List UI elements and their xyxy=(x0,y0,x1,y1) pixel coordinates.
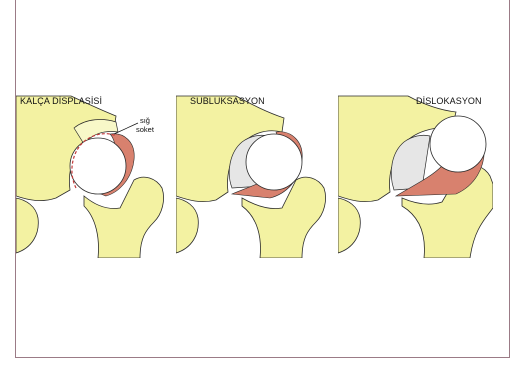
ischium-bone xyxy=(16,198,38,253)
figure-frame: KALÇA DİSPLASİSİ sığ soket SUBLUKSASYON xyxy=(15,0,510,358)
femoral-head xyxy=(70,138,126,194)
shallow-socket-label-line2: soket xyxy=(136,125,154,134)
panel-subluxation: SUBLUKSASYON xyxy=(176,88,331,258)
panel-hip-dysplasia: KALÇA DİSPLASİSİ sığ soket xyxy=(16,88,171,258)
panel-title: SUBLUKSASYON xyxy=(190,96,265,106)
dislocation-illustration xyxy=(338,88,493,258)
shallow-socket-label-line1: sığ xyxy=(136,116,154,125)
hip-dysplasia-illustration xyxy=(16,88,171,258)
ischium-bone xyxy=(338,198,360,253)
shallow-socket-label: sığ soket xyxy=(136,116,154,134)
panel-title: KALÇA DİSPLASİSİ xyxy=(20,96,102,106)
femoral-head xyxy=(430,116,486,172)
ischium-bone xyxy=(176,198,198,253)
femoral-head xyxy=(246,134,302,190)
panel-title: DİSLOKASYON xyxy=(416,96,482,106)
subluxation-illustration xyxy=(176,88,331,258)
panel-dislocation: DİSLOKASYON xyxy=(338,88,493,258)
